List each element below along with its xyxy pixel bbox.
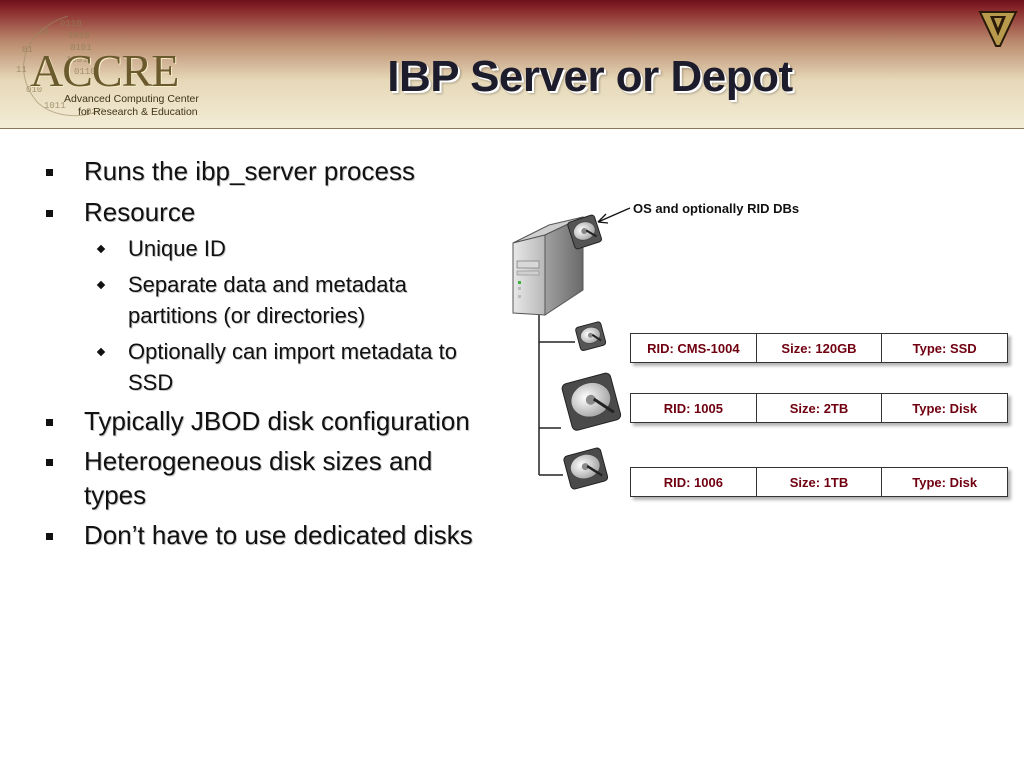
size-cell: Size: 1TB bbox=[757, 468, 883, 496]
resource-table-row: RID: CMS-1004 Size: 120GB Type: SSD bbox=[630, 333, 1008, 363]
os-disk-callout: OS and optionally RID DBs bbox=[633, 201, 800, 216]
svg-text:1011: 1011 bbox=[44, 101, 66, 111]
svg-text:01: 01 bbox=[86, 107, 97, 117]
hard-disk-1tb-icon bbox=[563, 447, 609, 490]
hard-disk-2tb-icon bbox=[561, 372, 622, 431]
bullet-item: Heterogeneous disk sizes and types bbox=[46, 444, 486, 512]
size-cell: Size: 120GB bbox=[757, 334, 883, 362]
svg-text:1010: 1010 bbox=[68, 31, 90, 41]
bullet-text: Heterogeneous disk sizes and types bbox=[84, 446, 433, 510]
rid-cell: RID: CMS-1004 bbox=[631, 334, 757, 362]
svg-text:0110: 0110 bbox=[74, 67, 96, 77]
sub-bullet-item: Unique ID bbox=[46, 233, 486, 264]
square-bullet-icon bbox=[46, 419, 53, 426]
type-cell: Type: SSD bbox=[912, 340, 977, 356]
resource-table-row: RID: 1005 Size: 2TB Type: Disk bbox=[630, 393, 1008, 423]
svg-text:1001: 1001 bbox=[66, 55, 88, 65]
resource-table-row: RID: 1006 Size: 1TB Type: Disk bbox=[630, 467, 1008, 497]
square-bullet-icon bbox=[46, 210, 53, 217]
svg-text:10: 10 bbox=[38, 27, 49, 37]
svg-text:0101: 0101 bbox=[70, 43, 92, 53]
bullet-text: Don’t have to use dedicated disks bbox=[84, 520, 473, 550]
bullet-item: Don’t have to use dedicated disks bbox=[46, 518, 486, 552]
depot-diagram bbox=[512, 214, 622, 490]
os-disk-icon bbox=[567, 214, 603, 250]
size-cell: Size: 2TB bbox=[757, 394, 883, 422]
logo-wordmark: ACCRE bbox=[30, 45, 179, 96]
type-cell: Type: Disk bbox=[912, 474, 978, 490]
square-bullet-icon bbox=[46, 169, 53, 176]
callout-arrow-icon bbox=[597, 207, 631, 224]
rid-cell: RID: 1006 bbox=[631, 468, 757, 496]
bullet-text: Runs the ibp_server process bbox=[84, 156, 415, 186]
svg-text:11: 11 bbox=[16, 65, 27, 75]
bullet-text: Typically JBOD disk configuration bbox=[84, 406, 470, 436]
ssd-disk-icon bbox=[575, 321, 607, 352]
sub-bullet-item: Separate data and metadata partitions (o… bbox=[46, 269, 486, 331]
bullet-text: Separate data and metadata partitions (o… bbox=[128, 272, 407, 328]
bullet-list: Runs the ibp_server process Resource Uni… bbox=[46, 154, 486, 552]
type-cell: Type: Disk bbox=[912, 400, 978, 416]
bullet-item: Resource bbox=[46, 195, 486, 229]
slide-title: IBP Server or Depot bbox=[387, 52, 793, 101]
square-bullet-icon bbox=[46, 459, 53, 466]
diamond-bullet-icon bbox=[96, 280, 106, 290]
bullet-item: Typically JBOD disk configuration bbox=[46, 404, 486, 438]
svg-text:0110: 0110 bbox=[60, 19, 82, 29]
square-bullet-icon bbox=[46, 533, 53, 540]
diamond-bullet-icon bbox=[96, 347, 106, 357]
rid-cell: RID: 1005 bbox=[631, 394, 757, 422]
vanderbilt-v-icon bbox=[978, 11, 1018, 47]
sub-bullet-item: Optionally can import metadata to SSD bbox=[46, 336, 486, 398]
logo-subtitle-1: Advanced Computing Center bbox=[64, 93, 199, 105]
svg-text:010: 010 bbox=[26, 85, 42, 95]
bullet-text: Optionally can import metadata to SSD bbox=[128, 339, 457, 395]
bullet-text: Unique ID bbox=[128, 236, 226, 261]
logo-subtitle-2: for Research & Education bbox=[78, 106, 198, 118]
diamond-bullet-icon bbox=[96, 244, 106, 254]
bullet-item: Runs the ibp_server process bbox=[46, 154, 486, 188]
bullet-text: Resource bbox=[84, 197, 196, 227]
